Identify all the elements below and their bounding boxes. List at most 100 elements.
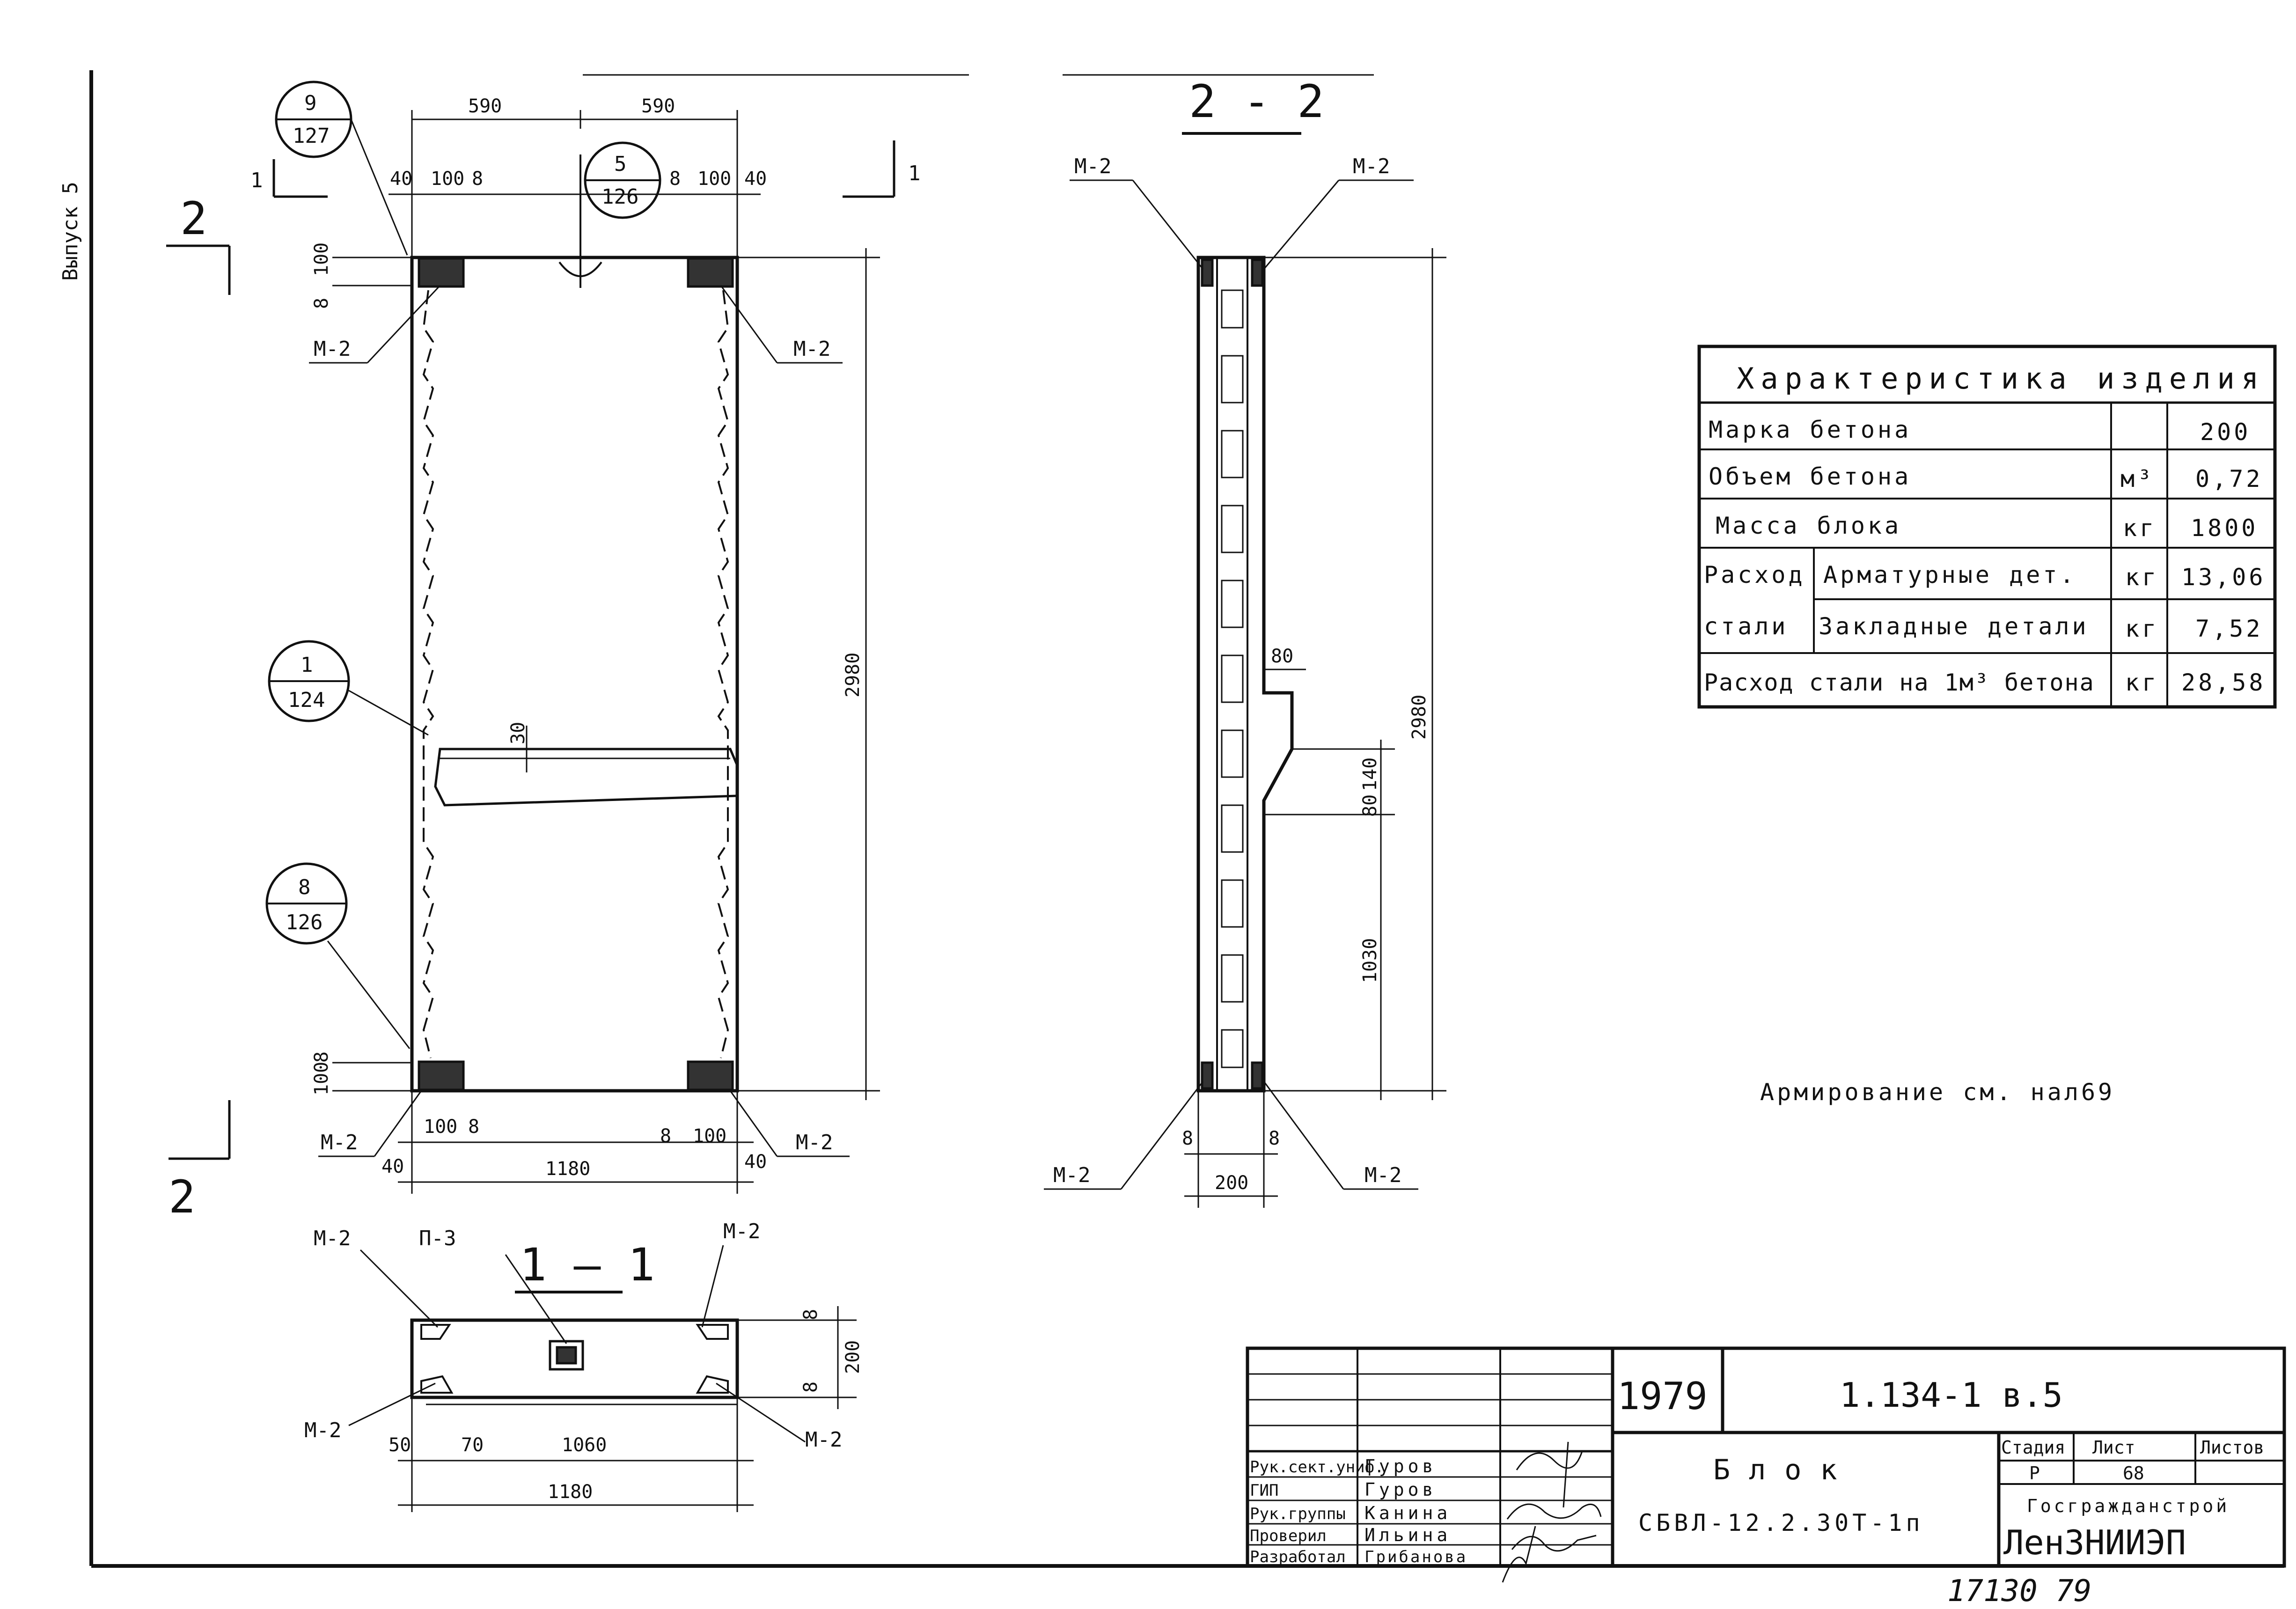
dim-b-8r: 8 [660,1125,671,1147]
sec11-p3-leader [505,1254,567,1344]
m2-label-bl: М-2 [321,1131,358,1154]
sec11-m2-br: М-2 [805,1428,842,1452]
sec11-dim-200: 200 [842,1340,864,1374]
sec22-m2-tr: М-2 [1353,154,1390,178]
dim-b-100l: 100 [424,1116,457,1138]
rebar-left [422,290,434,1058]
signature-1 [1516,1441,1583,1508]
front-view: 590 590 40 100 8 8 100 40 8 100 100 8 29… [166,81,921,1223]
sec11-m2-bl: М-2 [304,1418,341,1442]
block-outline [410,256,739,1093]
sec11-m2-leader-tl [359,1249,439,1328]
dim-left-b-8: 8 [311,1051,332,1063]
sec11-plate-bl [420,1375,454,1394]
section-22-title: 2 - 2 [1189,75,1324,128]
dim-bottom: 1180 [545,1158,590,1180]
sec22-plate-br [1251,1061,1264,1090]
sec11-dim-50: 50 [389,1434,411,1456]
dim-top-right: 590 [641,96,675,117]
tb-role-4: Проверил [1250,1527,1327,1545]
table-title: Характеристика изделия [1737,361,2265,396]
signature-3 [1511,1535,1597,1552]
sec-2-top-label: 2 [180,192,207,245]
tb-name-p3: Канина [1364,1503,1451,1523]
row-6-unit: кг [2125,669,2159,696]
row-5-group: стали [1704,613,1789,640]
footer-number: 17130 79 [1947,1574,2091,1609]
sec11-dim-1060: 1060 [562,1434,607,1456]
m2-leader-d2 [729,1090,778,1157]
tb-role-5: Разработал [1250,1548,1346,1566]
sec11-dim-70: 70 [461,1434,484,1456]
section-1-1: 1 — 1 П-3 М-2 М-2 М-2 М-2 8 200 8 50 70 … [304,1220,864,1512]
callout-9-top: 9 [304,91,317,115]
callout-1-bottom: 124 [288,688,325,712]
characteristics-table: Характеристика изделия Марка бетона 200 … [1697,345,2277,709]
m2-label-tr: М-2 [793,337,830,361]
sec11-m2-leader-br [716,1382,806,1443]
signature-2 [1506,1503,1602,1520]
sec22-m2-leader-a2 [1132,180,1204,270]
dim-b-100r: 100 [693,1125,726,1147]
dim-b-40l: 40 [381,1156,404,1177]
sec22-rebar [1221,289,1244,1068]
tb-role-3: Рук.группы [1250,1505,1346,1523]
sec22-plate-bl [1201,1061,1214,1090]
signature-4 [1502,1526,1536,1583]
sec11-p3-inner [556,1346,577,1365]
sec22-plate-tl [1201,258,1214,287]
row-4-group: Расход [1704,561,1805,588]
sec22-dim-height: 2980 [1408,695,1430,740]
dim-left-b-100: 100 [311,1062,332,1095]
row-6-value: 28,58 [2181,669,2266,696]
row-3-unit: кг [2123,514,2157,542]
callout-1-top: 1 [301,653,313,677]
sec11-m2-tl: М-2 [314,1227,351,1250]
row-2-label: Объем бетона [1709,463,1911,490]
sec22-m2-tl: М-2 [1074,154,1111,178]
tb-org-1: Госгражданстрой [2027,1496,2230,1516]
sec22-dim-1030: 1030 [1359,938,1381,983]
callout-5-top: 5 [614,152,627,176]
tb-year: 1979 [1617,1374,1708,1418]
row-5-unit: кг [2125,615,2159,642]
tb-org-2: ЛенЗНИИЭП [2003,1523,2186,1562]
sec22-m2-leader-b2 [1263,180,1340,270]
dim-b-40r: 40 [744,1151,767,1173]
dim-small-l-100: 100 [431,168,464,190]
tb-name-p1: Гуров [1364,1456,1437,1477]
section-22-outline [1196,256,1294,1093]
sec22-dim-8b: 8 [1269,1128,1280,1149]
title-block: 1979 1.134-1 в.5 Блок СБВЛ-12.2.30Т-1п С… [1246,1346,2286,1583]
callout-9-127: 9 127 [275,81,408,256]
sec-1-left-label: 1 [250,169,263,192]
dim-left-100: 100 [311,242,332,276]
sec-1-right-label: 1 [908,162,921,185]
sec22-m2-br: М-2 [1364,1163,1401,1187]
row-2-unit: м³ [2120,465,2154,492]
sec22-dim-80: 80 [1271,646,1293,667]
sec22-dim-200: 200 [1215,1172,1248,1194]
sec11-m2-tr: М-2 [723,1220,760,1243]
sec22-dim-140: 140 [1359,757,1381,791]
m2-label-tl: М-2 [314,337,351,361]
plate-tr [687,257,734,288]
sec11-plate-tr [696,1324,729,1340]
sec22-dim-80b: 80 [1359,794,1381,817]
tb-stage-header: Стадия [2001,1437,2065,1458]
dim-small-l-40: 40 [390,168,412,190]
plate-br [687,1060,734,1091]
callout-9-bottom: 127 [293,124,330,148]
sec11-dim-8a: 8 [800,1309,822,1320]
section-2-2: 2 - 2 М-2 М-2 М-2 М-2 2980 80 140 80 103… [1044,75,1446,1208]
sec22-m2-leader-d2 [1263,1081,1344,1190]
sec11-p3-label: П-3 [419,1227,456,1250]
callout-8-bottom: 126 [286,911,323,934]
tb-sheets-header: Листов [2200,1437,2264,1458]
callout-8-top: 8 [298,875,311,899]
dim-small-r-8: 8 [669,168,681,190]
sec11-dim-8b: 8 [800,1381,822,1393]
sec11-p3-box [549,1340,584,1371]
row-3-label: Масса блока [1716,512,1901,539]
